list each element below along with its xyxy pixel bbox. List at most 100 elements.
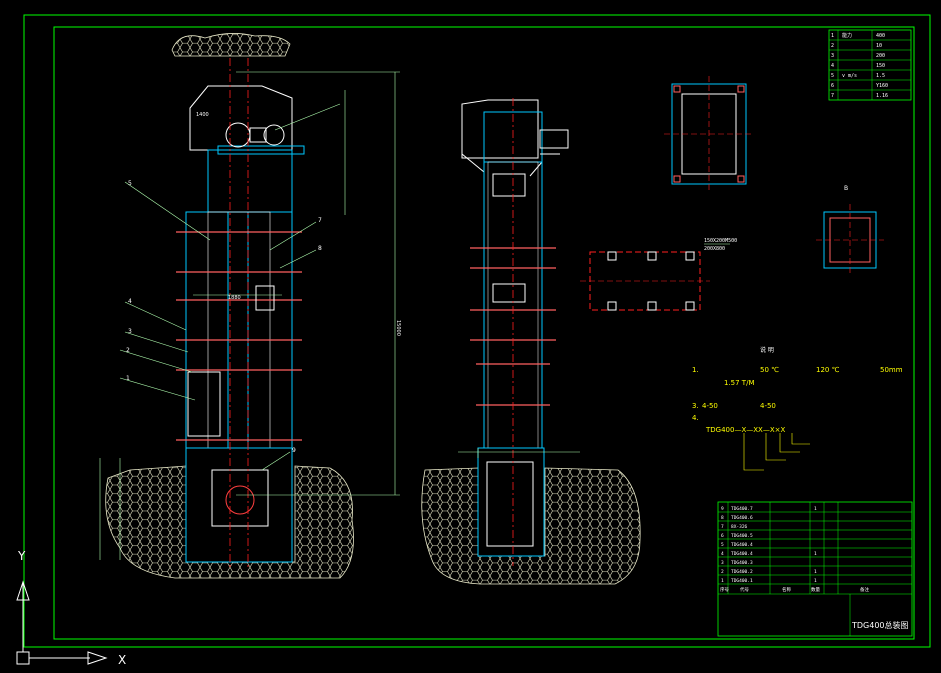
tail-pulley [225, 485, 255, 515]
notes-line1-a: 1. [692, 366, 699, 374]
notes-line1-d: 50mm [880, 366, 903, 374]
boot-tensioner [211, 469, 269, 527]
drive-platform [217, 145, 305, 155]
part-row-9-code: TDG400.7 [731, 506, 753, 512]
ucs-y-label: Y [17, 549, 26, 563]
callout-3: 3 [128, 328, 132, 335]
part-row-6-code: TDG400.5 [731, 533, 753, 539]
notes-line1-b: 50 ℃ [760, 366, 779, 374]
spec-row-3-no: 4 [831, 63, 834, 69]
part-row-4-code: TDG400.4 [731, 551, 753, 557]
front-view: 15000 1880 1400 1 2 3 4 5 7 8 9 [99, 58, 401, 570]
spec-table: 1 能力 400 2 10 3 200 4 150 5 v m/s 1.5 6 … [828, 29, 912, 101]
spec-row-1-val: 10 [876, 43, 882, 49]
spec-row-2-no: 3 [831, 53, 834, 59]
dimension-15000: 15000 [395, 320, 401, 336]
spec-row-3-val: 150 [876, 63, 885, 69]
callout-5: 5 [128, 180, 132, 187]
notes-line3-a: 3. [692, 402, 699, 410]
part-row-3-code: TDG400.3 [731, 560, 753, 566]
spec-row-5-val: Y160 [876, 83, 888, 89]
spec-row-4-name: v m/s [842, 73, 857, 79]
part-row-8-no: 8 [721, 515, 724, 521]
side-inspection-door-mid [492, 283, 526, 303]
callout-leaders [119, 103, 341, 471]
side-dimensions [458, 448, 580, 458]
outer-frame [23, 14, 931, 648]
part-row-7-no: 7 [721, 524, 724, 530]
side-motor [539, 129, 569, 149]
part-row-2-qty: 1 [814, 569, 817, 575]
soil-right-hatch [421, 467, 641, 585]
parts-header-code: 代号 [740, 586, 749, 593]
part-row-6-no: 6 [721, 533, 724, 539]
detail-view-b: B [816, 185, 884, 276]
part-row-1-code: TDG400.1 [731, 578, 753, 584]
spec-row-4-no: 5 [831, 73, 834, 79]
spec-row-6-no: 7 [831, 93, 834, 99]
soil-left-hatch [105, 465, 354, 579]
dimension-1400: 1400 [196, 112, 209, 118]
front-dimensions [99, 71, 400, 560]
plate-label-1: 150X200M500 [704, 238, 737, 244]
notes-heading: 说 明 [760, 346, 774, 354]
detail-b-label: B [844, 185, 848, 192]
ucs-x-label: X [118, 653, 126, 667]
feed-hopper [187, 371, 221, 437]
parts-header-no: 序号 [720, 586, 729, 593]
technical-notes: 说 明 1. 50 ℃ 120 ℃ 50mm 1.57 T/M 3. 4-50 … [692, 346, 903, 471]
casing-inner [207, 211, 271, 449]
parts-header-name: 名称 [782, 586, 791, 593]
model-code: TDG400—X—XX—X×X [705, 426, 785, 434]
notes-line3-c: 4-50 [760, 402, 776, 410]
spec-row-6-val: 1.16 [876, 93, 888, 99]
part-row-9-qty: 1 [814, 506, 817, 512]
parts-header-qty: 数量 [811, 586, 820, 593]
part-row-9-no: 9 [721, 506, 724, 512]
callout-2: 2 [126, 347, 130, 354]
ucs-icon [16, 580, 108, 665]
casing-left [185, 211, 229, 449]
model-code-leaders [743, 433, 810, 471]
parts-list: 9 TDG400.7 1 8 TDG400.6 7 8X-326 6 TDG40… [717, 501, 913, 637]
inspection-door-front [255, 285, 275, 311]
front-centerlines [229, 58, 249, 570]
callout-4: 4 [128, 298, 132, 305]
part-row-4-qty: 1 [814, 551, 817, 557]
spec-row-0-val: 400 [876, 33, 885, 39]
side-head-housing [461, 99, 539, 159]
drive-motor [263, 124, 285, 146]
notes-line1-c: 120 ℃ [816, 366, 840, 374]
casing-flanges [176, 231, 302, 441]
head-box [207, 149, 293, 213]
anchor-bolts [607, 251, 695, 311]
part-row-1-qty: 1 [814, 578, 817, 584]
inner-frame [53, 26, 915, 640]
part-row-3-no: 3 [721, 560, 724, 566]
soil-top-hatch [171, 33, 291, 57]
foundation-plan: 150X200M500 200X800 [580, 238, 737, 311]
parts-header-note: 备注 [860, 586, 869, 593]
boot-section [185, 447, 293, 563]
spec-row-0-no: 1 [831, 33, 834, 39]
part-row-5-no: 5 [721, 542, 724, 548]
dimension-1880: 1880 [228, 295, 241, 301]
side-inspection-door-top [492, 173, 526, 197]
callout-7: 7 [318, 217, 322, 224]
drawing-title: TDG400总装图 [851, 620, 909, 630]
side-view [458, 98, 580, 566]
callout-1: 1 [126, 375, 130, 382]
part-row-4-no: 4 [721, 551, 724, 557]
callout-9: 9 [292, 447, 296, 454]
part-row-8-code: TDG400.6 [731, 515, 753, 521]
part-row-1-no: 1 [721, 578, 724, 584]
spec-row-5-no: 6 [831, 83, 834, 89]
head-housing [189, 85, 293, 151]
notes-line3-b: 4-50 [702, 402, 718, 410]
spec-row-1-no: 2 [831, 43, 834, 49]
part-row-7-code: 8X-326 [731, 524, 748, 530]
spec-row-4-val: 1.5 [876, 73, 885, 79]
spec-row-0-name: 能力 [842, 32, 852, 39]
part-row-5-code: TDG400.4 [731, 542, 753, 548]
